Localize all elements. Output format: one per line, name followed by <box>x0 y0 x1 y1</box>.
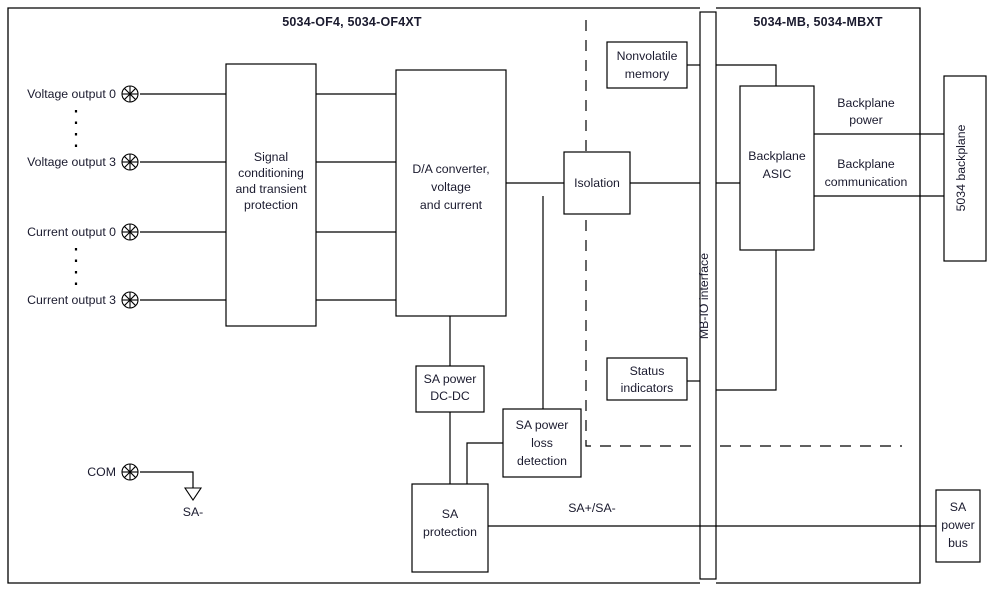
wire-com-to-sa-minus <box>140 471 194 488</box>
block-label-backplane-asic: ASIC <box>763 167 792 181</box>
block-label-sa-power-bus: power <box>941 518 975 532</box>
sa-minus-arrow-icon <box>183 487 203 501</box>
block-backplane-asic <box>739 85 815 251</box>
module-outline-mb <box>716 7 921 584</box>
block-label-sa-protection: SA <box>442 507 459 521</box>
block-label-sa-protection: protection <box>423 525 477 539</box>
label-sa-minus: SA- <box>183 505 204 519</box>
port-label-voltage-output-0: Voltage output 0 <box>27 87 116 101</box>
wire-asic-to-mbio-bottom <box>716 250 777 391</box>
block-mb-io-interface <box>699 11 717 580</box>
block-status-indicators <box>606 357 688 401</box>
block-label-isolation: Isolation <box>574 176 620 190</box>
wire-label-backplane-power: Backplane <box>837 96 895 110</box>
port-label-voltage-output-3: Voltage output 3 <box>27 155 116 169</box>
port-label-com: COM <box>87 465 116 479</box>
block-signal-conditioning <box>225 63 317 327</box>
wire-label-backplane-communication: communication <box>825 175 908 189</box>
block-sa-power-dcdc <box>415 365 485 413</box>
wire-mbio-to-asic-top <box>716 64 777 86</box>
block-label-sa-power-loss-detection: detection <box>517 454 567 468</box>
block-isolation <box>563 151 631 215</box>
wire-label-backplane-power: power <box>849 113 883 127</box>
block-label-sa-power-dcdc: SA power <box>424 372 477 386</box>
module-title-mb: 5034-MB, 5034-MBXT <box>753 15 883 29</box>
wire-loss-detection-to-sa-protection <box>466 442 503 484</box>
block-label-nonvolatile-memory: Nonvolatile <box>617 49 678 63</box>
block-sa-power-bus <box>935 489 981 563</box>
block-label-sa-power-bus: bus <box>948 536 968 550</box>
block-label-da-converter: and current <box>420 198 483 212</box>
block-label-da-converter: voltage <box>431 180 471 194</box>
block-sa-power-loss-detection <box>502 408 582 478</box>
block-label-signal-conditioning: protection <box>244 198 298 212</box>
screw-terminal-icon <box>121 153 139 171</box>
block-label-5034-backplane: 5034 backplane <box>954 124 968 211</box>
block-label-signal-conditioning: and transient <box>235 182 307 196</box>
module-outline-of4 <box>7 7 700 584</box>
block-label-sa-power-dcdc: DC-DC <box>430 389 470 403</box>
screw-terminal-icon <box>121 85 139 103</box>
block-label-backplane-asic: Backplane <box>748 149 806 163</box>
block-sa-protection <box>411 483 489 573</box>
block-label-status-indicators: indicators <box>621 381 674 395</box>
wire-label-backplane-communication: Backplane <box>837 157 895 171</box>
block-label-mb-io-interface: MB-IO interface <box>697 253 711 339</box>
block-label-signal-conditioning: conditioning <box>238 166 304 180</box>
block-da-converter <box>395 69 507 317</box>
block-label-sa-power-loss-detection: loss <box>531 436 553 450</box>
block-label-nonvolatile-memory: memory <box>625 67 670 81</box>
block-label-da-converter: D/A converter, <box>412 162 489 176</box>
block-label-status-indicators: Status <box>630 364 665 378</box>
block-nonvolatile-memory <box>606 41 688 89</box>
screw-terminal-icon <box>121 291 139 309</box>
port-label-current-output-0: Current output 0 <box>27 225 116 239</box>
port-label-current-output-3: Current output 3 <box>27 293 116 307</box>
screw-terminal-icon-com <box>121 463 139 481</box>
module-title-of4: 5034-OF4, 5034-OF4XT <box>282 15 422 29</box>
block-5034-backplane <box>943 75 987 262</box>
screw-terminal-icon <box>121 223 139 241</box>
wire-label-sa-plus-minus: SA+/SA- <box>568 501 616 515</box>
block-label-signal-conditioning: Signal <box>254 150 288 164</box>
block-label-sa-power-loss-detection: SA power <box>516 418 569 432</box>
block-label-sa-power-bus: SA <box>950 500 967 514</box>
